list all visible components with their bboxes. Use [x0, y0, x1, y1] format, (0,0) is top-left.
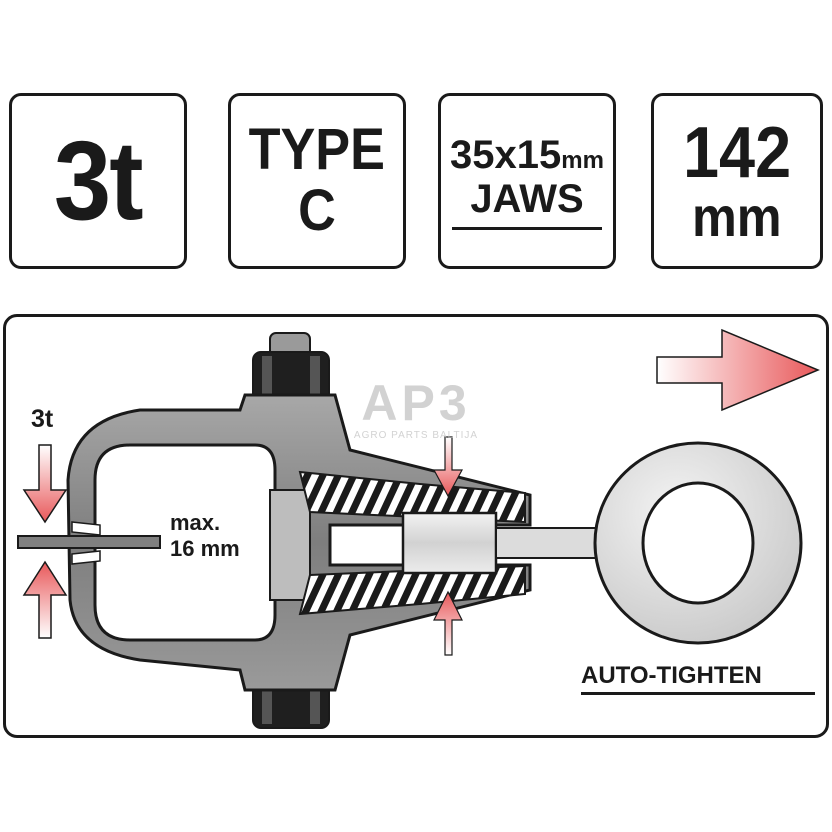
length-spec-box: 142 mm — [651, 93, 823, 269]
force-arrow-up — [22, 560, 68, 639]
pull-eye-ring — [593, 441, 803, 645]
force-arrow-down — [22, 444, 68, 524]
pull-shaft — [495, 527, 607, 559]
jaw-teeth — [71, 521, 101, 565]
watermark: AP3 AGRO PARTS BALTIJA — [346, 378, 486, 441]
sliding-sleeve — [401, 511, 498, 575]
spring-arrow-down — [432, 436, 464, 498]
type-spec-box: TYPE C — [228, 93, 406, 269]
type-label: TYPE — [248, 117, 386, 183]
spring-arrow-up — [433, 590, 463, 656]
clamp-window — [93, 443, 277, 642]
jaws-label: JAWS — [470, 176, 584, 221]
capacity-value: 3t — [54, 118, 144, 243]
upper-spring — [298, 470, 526, 524]
clamp-center-rod — [269, 489, 311, 601]
length-value: 142 — [682, 113, 792, 193]
jaws-size-unit: mm — [561, 146, 604, 174]
capacity-spec-box: 3t — [9, 93, 187, 269]
length-unit: mm — [692, 185, 782, 248]
max-opening-line1: max. — [170, 510, 221, 535]
workpiece-sheet — [17, 535, 161, 549]
max-opening-label: max. 16 mm — [170, 510, 240, 563]
watermark-logo: AP3 — [361, 375, 471, 431]
watermark-text: AGRO PARTS BALTIJA — [353, 430, 479, 441]
jaws-size: 35x15mm — [450, 133, 604, 177]
jaws-underline — [452, 226, 602, 230]
type-value: C — [298, 178, 336, 243]
auto-tighten-label: AUTO-TIGHTEN — [581, 662, 762, 689]
max-opening-line2: 16 mm — [170, 536, 240, 562]
force-label: 3t — [31, 405, 54, 433]
pull-direction-arrow — [656, 328, 820, 412]
jaws-spec-box: 35x15mm JAWS — [438, 93, 616, 269]
jaws-size-value: 35x15 — [450, 132, 562, 177]
auto-tighten-underline — [581, 692, 815, 695]
